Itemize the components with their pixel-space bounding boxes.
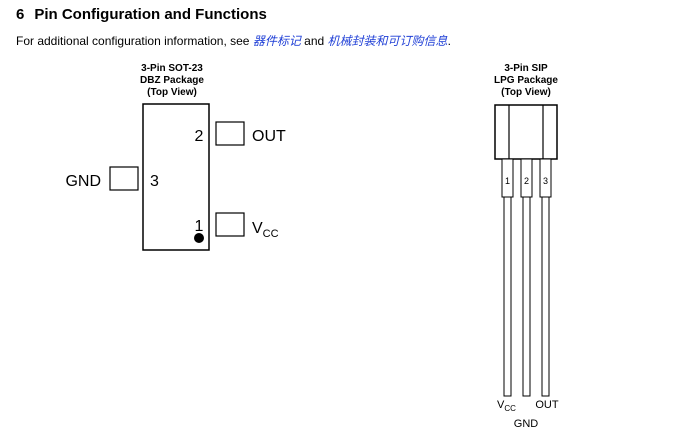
dbz-caption: 3-Pin SOT-23 DBZ Package (Top View)	[126, 63, 218, 99]
dbz-vcc-sub: CC	[263, 228, 279, 240]
dbz-body	[142, 103, 210, 251]
lpg-body	[494, 104, 558, 160]
lpg-lead2	[522, 196, 531, 397]
pin1-indicator-dot	[194, 233, 204, 243]
dbz-vcc-label: VCC	[252, 220, 279, 240]
lpg-lead1	[503, 196, 512, 397]
lpg-lead3	[541, 196, 550, 397]
lpg-gnd-label: GND	[514, 418, 539, 430]
section-title: Pin Configuration and Functions	[34, 6, 267, 23]
lpg-caption-line3: (Top View)	[501, 87, 551, 98]
dbz-pin1-tab	[215, 212, 245, 237]
lpg-vcc-sub: CC	[504, 404, 516, 413]
lpg-caption: 3-Pin SIP LPG Package (Top View)	[480, 63, 572, 99]
dbz-pin2-number: 2	[195, 128, 204, 145]
dbz-caption-line2: DBZ Package	[140, 75, 204, 86]
dbz-caption-line1: 3-Pin SOT-23	[141, 63, 203, 74]
lpg-pin3-number: 3	[543, 176, 548, 186]
section-number: 6	[16, 6, 25, 23]
dbz-package: 2 1 3 OUT GND VCC	[65, 103, 286, 251]
dbz-gnd-label: GND	[65, 173, 101, 190]
lpg-vcc-main: V	[497, 399, 505, 411]
lpg-pin1-number: 1	[505, 176, 510, 186]
lpg-out-label: OUT	[535, 399, 559, 411]
mechanical-packaging-link[interactable]: 机械封装和可订购信息	[327, 34, 448, 48]
lpg-package: 1 2 3 VCC OUT GND	[494, 104, 559, 430]
lpg-caption-line2: LPG Package	[494, 75, 558, 86]
section-heading: 6 Pin Configuration and Functions	[16, 6, 267, 23]
lpg-caption-line1: 3-Pin SIP	[504, 63, 548, 74]
dbz-pin2-tab	[215, 121, 245, 146]
intro-paragraph: For additional configuration information…	[16, 32, 451, 49]
dbz-pin3-tab	[109, 166, 139, 191]
lpg-pin2-number: 2	[524, 176, 529, 186]
dbz-caption-line3: (Top View)	[147, 87, 197, 98]
device-marking-link[interactable]: 器件标记	[252, 34, 301, 48]
dbz-pin1-number: 1	[195, 218, 204, 235]
intro-suffix: .	[447, 34, 451, 48]
intro-prefix: For additional configuration information…	[16, 34, 250, 48]
dbz-pin3-number: 3	[150, 173, 159, 190]
intro-and: and	[304, 34, 325, 48]
dbz-out-label: OUT	[252, 128, 286, 145]
lpg-vcc-label: VCC	[497, 399, 516, 413]
dbz-vcc-main: V	[252, 220, 263, 237]
